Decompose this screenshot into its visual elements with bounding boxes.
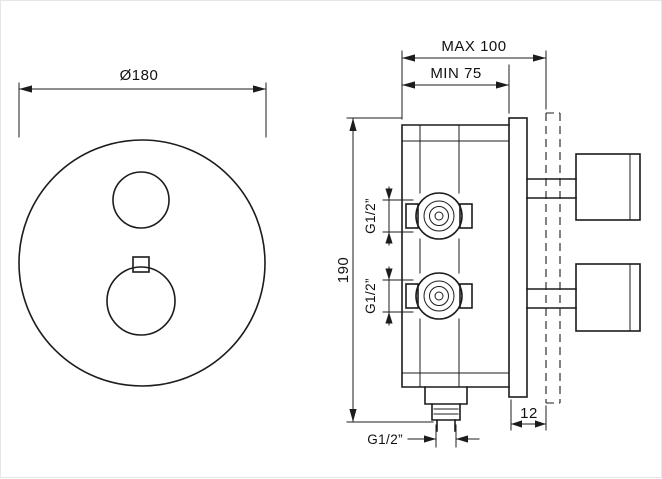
arrow bbox=[511, 420, 522, 428]
dim-lines bbox=[401, 64, 510, 114]
port-center-circle bbox=[434, 211, 444, 221]
dim-max-depth: MAX 100 bbox=[401, 38, 547, 120]
arrow bbox=[533, 54, 546, 62]
arrow bbox=[385, 268, 393, 280]
outlet-thread-lines bbox=[433, 408, 459, 415]
upper-knob-circle bbox=[112, 171, 170, 229]
dim-lower-port-thread: G1/2” bbox=[363, 266, 414, 326]
handle-stem bbox=[526, 288, 577, 309]
port-tab-left bbox=[405, 283, 419, 309]
arrow bbox=[385, 312, 393, 324]
front-view: Ø180 bbox=[18, 67, 267, 387]
port-tab-left bbox=[405, 203, 419, 229]
finished-wall-dashed-line bbox=[545, 112, 561, 404]
dim-lines bbox=[346, 117, 434, 423]
lower-knob-circle bbox=[106, 266, 176, 336]
manifold-lines bbox=[419, 124, 460, 388]
handle-body bbox=[575, 153, 641, 221]
arrow bbox=[535, 420, 546, 428]
handle-body bbox=[575, 263, 641, 332]
height-label: 190 bbox=[335, 257, 352, 284]
lower-port-label: G1/2” bbox=[363, 278, 378, 314]
port-tab-right bbox=[459, 203, 473, 229]
port-outer-circle bbox=[415, 272, 463, 320]
port-inner-circle bbox=[429, 286, 449, 306]
outlet-pipe-end bbox=[436, 419, 456, 432]
arrow bbox=[456, 435, 468, 443]
max-depth-label: MAX 100 bbox=[441, 38, 506, 55]
dim-lines bbox=[407, 424, 480, 448]
arrow bbox=[253, 85, 266, 93]
arrow bbox=[349, 409, 357, 422]
port-mid-circle bbox=[423, 280, 455, 312]
knob-notch bbox=[132, 256, 150, 273]
upper-handle bbox=[526, 153, 641, 221]
outlet-nipple bbox=[431, 403, 461, 421]
port-center-circle bbox=[434, 291, 444, 301]
dim-lines bbox=[382, 186, 414, 246]
min-depth-label: MIN 75 bbox=[430, 65, 481, 82]
dim-lines bbox=[18, 82, 267, 138]
arrow bbox=[402, 54, 415, 62]
port-tab-right bbox=[459, 283, 473, 309]
lower-handle bbox=[526, 263, 641, 332]
arrow bbox=[385, 232, 393, 244]
housing-outline bbox=[401, 124, 510, 388]
wall-plate bbox=[508, 117, 528, 398]
dim-diameter-180: Ø180 bbox=[18, 67, 267, 138]
arrow bbox=[496, 81, 509, 89]
dim-upper-port-thread: G1/2” bbox=[363, 186, 414, 246]
upper-port bbox=[405, 192, 473, 240]
housing-internal-horizontals bbox=[401, 140, 510, 374]
dim-height-190: 190 bbox=[335, 117, 434, 423]
plate-offset-label: 12 bbox=[520, 405, 538, 422]
dim-min-depth: MIN 75 bbox=[401, 64, 510, 114]
diameter-label: Ø180 bbox=[120, 67, 159, 84]
dim-outlet-thread: G1/2” bbox=[367, 424, 480, 448]
arrow bbox=[424, 435, 436, 443]
arrow bbox=[349, 118, 357, 131]
dim-lines bbox=[382, 266, 414, 326]
port-outer-circle bbox=[415, 192, 463, 240]
handle-stem bbox=[526, 178, 577, 199]
port-inner-circle bbox=[429, 206, 449, 226]
arrow bbox=[385, 188, 393, 200]
upper-port-label: G1/2” bbox=[363, 198, 378, 234]
side-view: MAX 100 MIN 75 190 G1/2” G1/ bbox=[335, 38, 641, 448]
lower-port bbox=[405, 272, 473, 320]
outlet-flange bbox=[424, 386, 468, 405]
arrow bbox=[19, 85, 32, 93]
dim-plate-offset-12: 12 bbox=[510, 399, 547, 431]
faceplate-circle bbox=[18, 139, 266, 387]
outlet-label: G1/2” bbox=[367, 432, 403, 447]
port-mid-circle bbox=[423, 200, 455, 232]
arrow bbox=[402, 81, 415, 89]
bottom-outlet bbox=[424, 386, 468, 432]
